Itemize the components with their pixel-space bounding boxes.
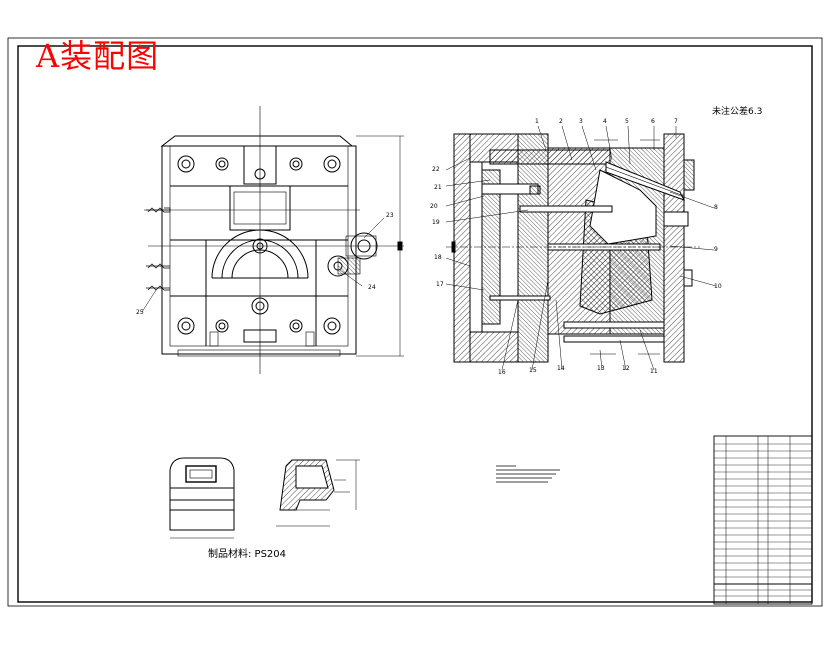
drawing-title: A装配图 <box>36 37 160 75</box>
callout-8: 8 <box>714 204 718 211</box>
callout-7: 7 <box>674 118 678 125</box>
callout-16: 16 <box>498 369 506 376</box>
plan-view <box>144 106 404 374</box>
callout-18: 18 <box>434 254 442 261</box>
cooling-fittings <box>146 207 171 291</box>
callout-21: 21 <box>434 184 442 191</box>
section-view <box>446 133 700 363</box>
callout-3: 3 <box>579 118 583 125</box>
callout-10: 10 <box>714 283 722 290</box>
callout-13: 13 <box>597 365 605 372</box>
callout-24: 24 <box>368 284 376 291</box>
callout-15: 15 <box>529 367 537 374</box>
callout-14: 14 <box>557 365 565 372</box>
callout-25: 25 <box>136 309 144 316</box>
bom-table <box>713 435 813 605</box>
part-view-section <box>276 459 360 527</box>
callout-6: 6 <box>651 118 655 125</box>
technical-notes <box>496 465 560 483</box>
plan-screws-top <box>177 155 341 180</box>
callout-23: 23 <box>386 212 394 219</box>
callout-4: 4 <box>603 118 607 125</box>
callout-22: 22 <box>432 166 440 173</box>
tolerance-note: 未注公差6.3 <box>712 107 763 117</box>
callout-5: 5 <box>625 118 629 125</box>
plan-leaders <box>141 217 385 313</box>
callout-2: 2 <box>559 118 563 125</box>
bom-rows <box>714 443 812 603</box>
callout-20: 20 <box>430 203 438 210</box>
callout-19: 19 <box>432 219 440 226</box>
material-label: 制品材料: PS204 <box>208 549 287 560</box>
sheet-border <box>7 37 823 607</box>
callout-9: 9 <box>714 246 718 253</box>
section-leaders <box>445 125 717 371</box>
callout-1: 1 <box>535 118 539 125</box>
callout-17: 17 <box>436 281 444 288</box>
callout-12: 12 <box>622 365 630 372</box>
plan-screws-bottom <box>177 317 341 335</box>
part-view-front <box>169 457 235 539</box>
callout-11: 11 <box>650 368 658 375</box>
